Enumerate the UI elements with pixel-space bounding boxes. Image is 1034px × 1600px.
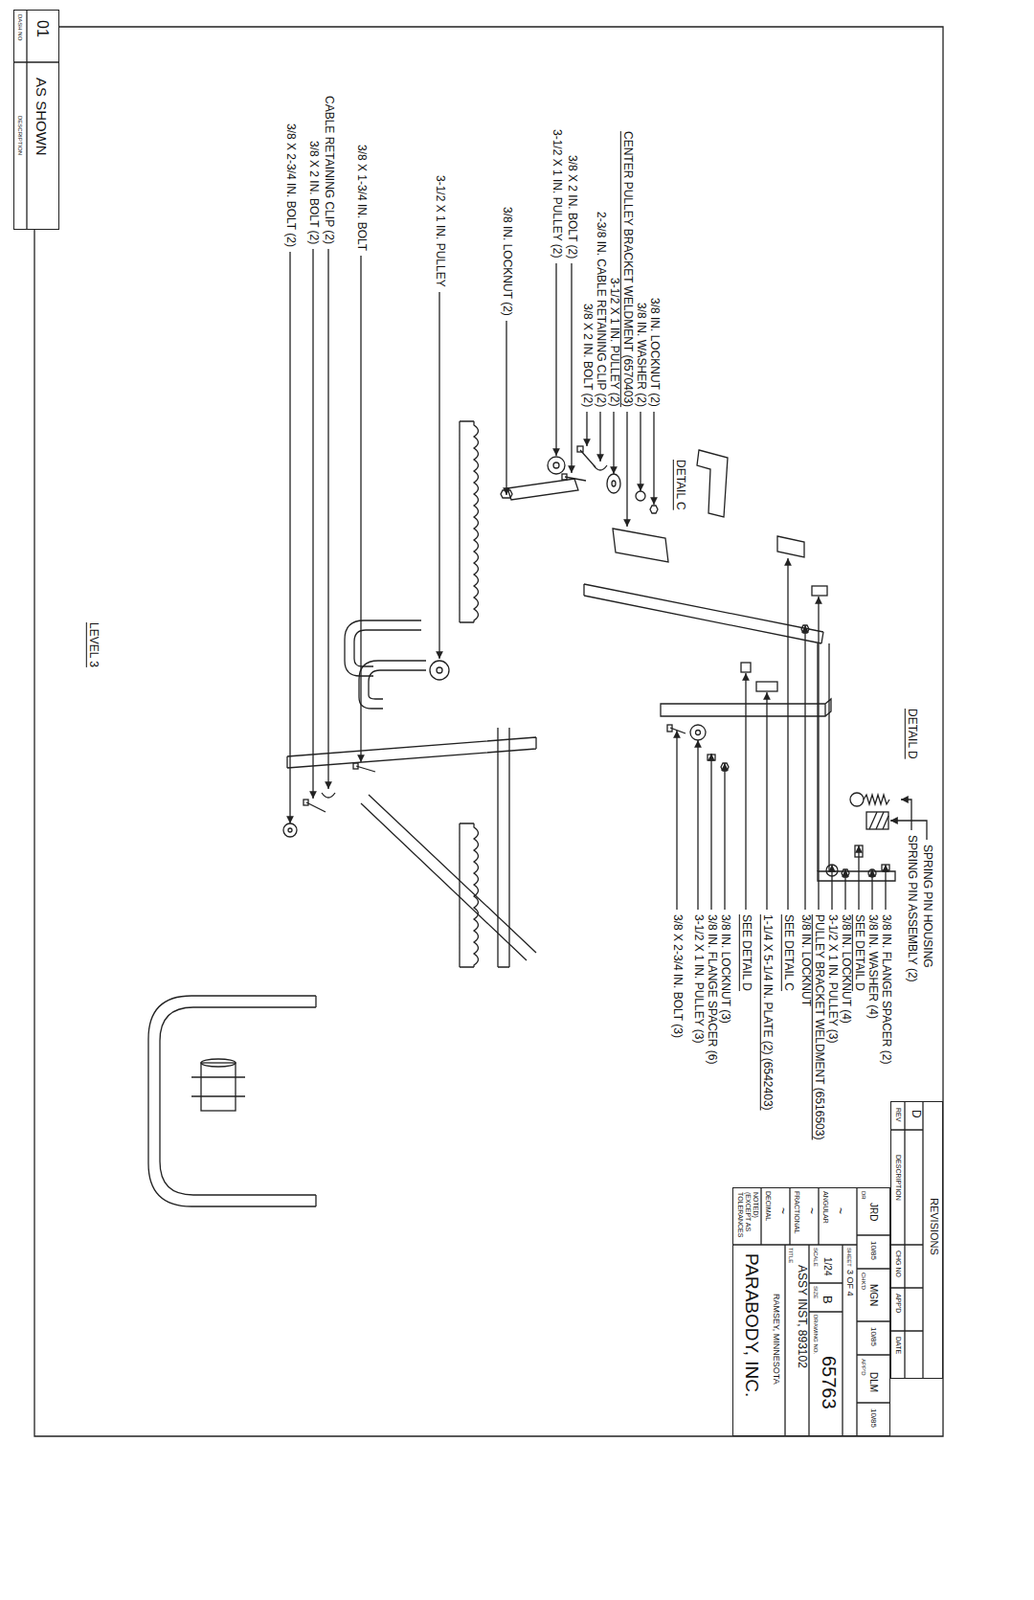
callout-label: 3/8 X 2 IN. BOLT (2): [580, 303, 594, 407]
detail-label: LEVEL 3: [86, 622, 100, 668]
table-text: JRD: [867, 1202, 879, 1221]
spring-pin: [850, 792, 890, 830]
callout-label: 3/8 IN. FLANGE SPACER (2): [878, 914, 893, 1065]
callout-label: 3/8 IN. LOCKNUT (2): [647, 297, 661, 407]
table-text: REVISIONS: [927, 1197, 941, 1256]
table-text: 3 OF 4: [845, 1269, 855, 1297]
detail-label: SEE DETAIL D: [739, 914, 753, 991]
table-text: AS SHOWN: [33, 77, 50, 157]
detail-c-parts: [577, 446, 669, 562]
callout-label: CENTER PULLEY BRACKET WELDMENT (6570403): [620, 131, 634, 407]
callout-label: 3/8 X 2 IN. BOLT (2): [306, 140, 320, 245]
table-text: B: [819, 1295, 834, 1304]
table-text: ~: [775, 1207, 789, 1214]
table-text: SIZE: [811, 1285, 819, 1299]
callout-label: 3/8 X 2-3/4 IN. BOLT (3): [670, 914, 684, 1038]
table-text: REV: [894, 1107, 902, 1122]
revision-block: REVISIONS REV DESCRIPTION CHG NO APP'D DATE D: [890, 1101, 944, 1379]
table-text: TOLERANCES (EXCEPT AS NOTED): [736, 1191, 760, 1242]
table-text: SCALE: [811, 1247, 819, 1267]
table-text: MGN: [867, 1283, 879, 1306]
table-grid: [13, 9, 923, 1437]
table-text: ~: [832, 1207, 847, 1214]
table-text: TITLE: [786, 1247, 794, 1263]
table-text: DESCRIPTION: [16, 115, 23, 156]
table-text: CHG NO: [894, 1250, 902, 1278]
lower-assembly: [148, 620, 537, 1207]
table-text: SHEET: [845, 1247, 853, 1267]
table-text: DR: [859, 1191, 867, 1200]
callout-label: 3-1/2 X 1 IN. PULLEY (2): [606, 277, 621, 407]
table-text: DATE: [894, 1336, 902, 1354]
table-text: 65763: [817, 1355, 840, 1410]
callout-label: 3/8 IN. WASHER (2): [633, 302, 648, 407]
table-text: DRAWING NO.: [811, 1314, 819, 1354]
table-text: FRACTIONAL: [792, 1191, 801, 1234]
callout-label: SPRING PIN HOUSING: [920, 844, 934, 968]
table-text: APP'D: [894, 1293, 902, 1313]
table-text: 1/24: [821, 1257, 833, 1276]
table-text: DESCRIPTION: [894, 1154, 902, 1201]
callout-label: 3/8 IN. WASHER (4): [865, 914, 879, 1019]
callout-label: SPRING PIN ASSEMBLY (2): [904, 834, 919, 983]
callout-label: 2-3/8 IN. CABLE RETAINING CLIP (2): [593, 211, 607, 407]
callout-label: 3/8 IN. LOCKNUT: [798, 914, 812, 1007]
table-text: RAMSEY, MINNESOTA: [771, 1293, 782, 1385]
callout-label: 3-1/2 X 1 IN. PULLEY (2): [549, 129, 563, 259]
table-text: ~: [804, 1207, 818, 1214]
dash-table: DASH NO DESCRIPTION 01 AS SHOWN: [13, 9, 60, 230]
callout-label: 3-1/2 X 1 IN. PULLEY (3): [825, 914, 839, 1044]
callout-label: 3/8 IN. FLANGE SPACER (6): [704, 914, 719, 1065]
callout-label: 3/8 IN. LOCKNUT (4): [838, 914, 853, 1024]
callout-label: 1-1/4 X 5-1/4 IN. PLATE (2) (6542403): [760, 914, 774, 1111]
table-text: 10/85: [869, 1326, 878, 1347]
callout-label: CABLE RETAINING CLIP (2): [321, 95, 336, 245]
callout-label: 3/8 X 2-3/4 IN. BOLT (2): [283, 123, 297, 248]
upper-assembly: [459, 421, 896, 881]
detail-label: DETAIL C: [673, 459, 687, 511]
callout-label: 3-1/2 X 1 IN. PULLEY: [432, 175, 447, 288]
title-block: TOLERANCES (EXCEPT AS NOTED)DECIMAL~FRAC…: [732, 1187, 891, 1437]
table-text: ASSY INST, 893102: [794, 1264, 809, 1369]
callout-label: 3-1/2 X 1 IN. PULLEY (3): [691, 914, 705, 1044]
callout-label: 3/8 IN. LOCKNUT (2): [499, 206, 514, 316]
callout-label: 3/8 X 1-3/4 IN. BOLT: [354, 144, 368, 251]
detail-label: DETAIL D: [904, 708, 919, 760]
table-text: APP'D: [859, 1358, 867, 1375]
callout-label: 3/8 IN. LOCKNUT (3): [718, 914, 732, 1024]
table-text: DECIMAL: [764, 1191, 772, 1221]
table-text: CHK'D: [859, 1272, 867, 1290]
table-text: 10/85: [869, 1240, 878, 1260]
table-text: ANGULAR: [821, 1191, 830, 1224]
table-text: DASH NO: [16, 14, 23, 41]
table-text: D: [908, 1109, 922, 1119]
sheet-border: [34, 26, 944, 1437]
detail-label: SEE DETAIL C: [781, 914, 795, 991]
table-text: 10/85: [869, 1408, 878, 1428]
table-text: PARABODY, INC.: [741, 1253, 763, 1397]
detail-label: SEE DETAIL D: [852, 914, 866, 991]
table-text: 01: [33, 20, 51, 38]
table-text: DLM: [867, 1371, 879, 1393]
callout-label: 3/8 X 2 IN. BOLT (2): [564, 155, 579, 259]
callout-label: PULLEY BRACKET WELDMENT (6516503): [811, 914, 826, 1140]
